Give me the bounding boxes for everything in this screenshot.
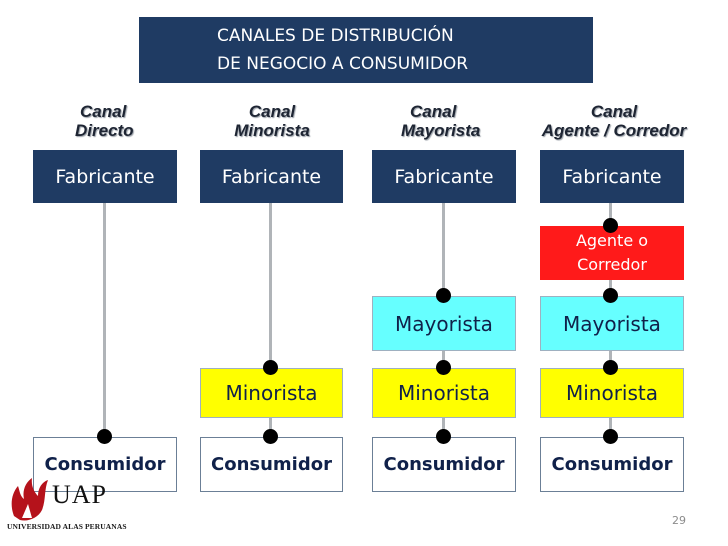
connector-dot bbox=[436, 429, 451, 444]
channel-label-mayorista: Canal Mayorista bbox=[398, 102, 502, 140]
logo-university-name: UNIVERSIDAD ALAS PERUANAS bbox=[7, 522, 127, 531]
channel-label-line: Minorista bbox=[234, 121, 310, 140]
connector-dot bbox=[603, 429, 618, 444]
connector-dot bbox=[97, 429, 112, 444]
connector-line bbox=[609, 418, 612, 437]
node-mayorista-mayorista: Mayorista bbox=[372, 296, 516, 351]
agente-line-1: Agente o bbox=[575, 231, 649, 250]
node-fabricante-minorista: Fabricante bbox=[200, 150, 343, 203]
connector-dot bbox=[603, 218, 618, 233]
connector-dot bbox=[603, 288, 618, 303]
channel-label-directo: Canal Directo bbox=[62, 102, 162, 140]
connector-line bbox=[269, 203, 272, 368]
channel-label-line: Agente / Corredor bbox=[541, 121, 687, 140]
node-fabricante-directo: Fabricante bbox=[33, 150, 177, 203]
connector-dot bbox=[263, 360, 278, 375]
connector-line bbox=[442, 418, 445, 437]
connector-dot bbox=[436, 288, 451, 303]
connector-dot bbox=[436, 360, 451, 375]
connector-dot bbox=[603, 360, 618, 375]
connector-line bbox=[269, 418, 272, 437]
node-consumidor-mayorista: Consumidor bbox=[372, 437, 516, 492]
connector-line bbox=[442, 203, 445, 296]
node-consumidor-minorista: Consumidor bbox=[200, 437, 343, 492]
channel-label-agente: Canal Agente / Corredor bbox=[522, 102, 706, 140]
title-banner: CANALES DE DISTRIBUCIÓN DE NEGOCIO A CON… bbox=[139, 17, 593, 83]
channel-label-line: Directo bbox=[75, 121, 134, 140]
logo-acronym: UAP bbox=[52, 480, 108, 509]
node-fabricante-agente: Fabricante bbox=[540, 150, 684, 203]
channel-label-line: Canal bbox=[590, 102, 638, 121]
channel-label-minorista: Canal Minorista bbox=[222, 102, 322, 140]
connector-dot bbox=[263, 429, 278, 444]
node-minorista-minorista: Minorista bbox=[200, 368, 343, 418]
channel-label-line: Mayorista bbox=[401, 121, 481, 140]
node-consumidor-directo: Consumidor bbox=[33, 437, 177, 492]
node-fabricante-mayorista: Fabricante bbox=[372, 150, 516, 203]
channel-label-line: Canal bbox=[410, 102, 457, 121]
connector-line bbox=[103, 203, 106, 437]
connector-line bbox=[609, 203, 612, 226]
connector-line bbox=[609, 351, 612, 368]
node-consumidor-agente: Consumidor bbox=[540, 437, 684, 492]
node-minorista-mayorista: Minorista bbox=[372, 368, 516, 418]
title-line-2: DE NEGOCIO A CONSUMIDOR bbox=[217, 54, 469, 74]
node-agente-corredor: Agente o Corredor bbox=[540, 226, 684, 280]
channel-label-line: Canal bbox=[248, 102, 296, 121]
node-minorista-agente: Minorista bbox=[540, 368, 684, 418]
connector-line bbox=[442, 351, 445, 368]
page-number: 29 bbox=[672, 514, 686, 527]
uap-logo-icon bbox=[11, 478, 48, 521]
agente-line-2: Corredor bbox=[577, 255, 647, 274]
channel-label-line: Canal bbox=[80, 102, 127, 121]
title-line-1: CANALES DE DISTRIBUCIÓN bbox=[217, 26, 454, 46]
node-mayorista-agente: Mayorista bbox=[540, 296, 684, 351]
